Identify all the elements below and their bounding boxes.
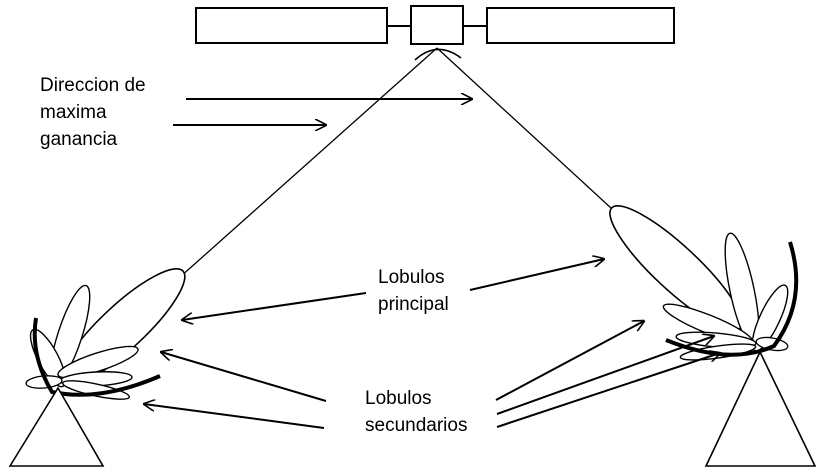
main-lobe-arrow-right [469,259,604,291]
max-gain-label-line3: ganancia [40,129,118,150]
side-lobe-arrow-right-lower [496,353,720,428]
side-lobe-arrow-left-lower [144,404,325,429]
satellite-right-panel [486,7,675,44]
right-dish-reflector [665,241,799,357]
main-lobes-label-line2: principal [378,294,449,315]
max-gain-label-line1: Direccion de [40,75,146,96]
main-lobes-label: Lobulos principal [378,264,449,318]
right-tripod [704,350,817,467]
left-ground-antenna [8,268,186,467]
side-lobe-arrow-right-middle [496,336,714,415]
side-lobes-label-line1: Lobulos [365,388,432,409]
satellite-antenna-dish [414,48,462,61]
max-gain-label-line2: maxima [40,102,107,123]
satellite [195,5,675,61]
side-lobe-arrow-left-upper [161,352,327,402]
satellite-body [410,5,464,45]
main-lobe-arrow-left [182,292,367,320]
satellite-left-panel [195,7,388,44]
max-gain-label: Direccion de maxima ganancia [40,72,146,153]
left-dish-reflector [32,317,161,397]
side-lobes-label-line2: secundarios [365,415,468,436]
left-tripod [8,386,105,467]
right-ground-antenna [609,205,817,467]
side-lobe-arrow-right-upper [495,321,644,401]
side-lobes-label: Lobulos secundarios [365,385,467,439]
main-lobes-label-line1: Lobulos [378,267,445,288]
left-side-lobe [57,345,139,379]
